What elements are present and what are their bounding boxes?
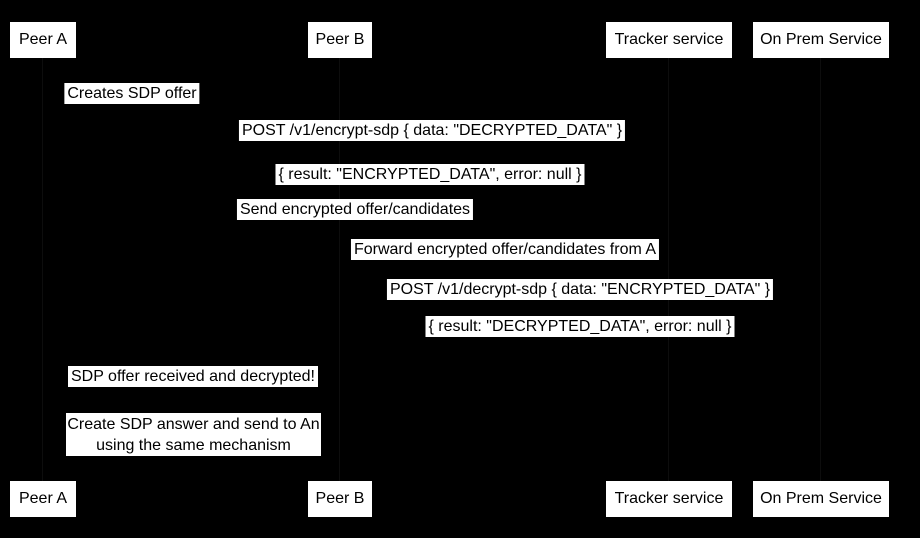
lifeline-peer-a bbox=[42, 58, 43, 481]
note-line-2: using the same mechanism bbox=[96, 437, 291, 454]
message-encrypt-result: { result: "ENCRYPTED_DATA", error: null … bbox=[275, 164, 585, 185]
message-post-decrypt-sdp: POST /v1/decrypt-sdp { data: "ENCRYPTED_… bbox=[386, 279, 774, 300]
message-sdp-offer-received: SDP offer received and decrypted! bbox=[68, 366, 318, 387]
message-forward-encrypted-offer: Forward encrypted offer/candidates from … bbox=[350, 239, 660, 260]
message-creates-sdp-offer: Creates SDP offer bbox=[64, 83, 200, 104]
actor-peer-a-top: Peer A bbox=[10, 22, 76, 58]
actor-tracker-service-top: Tracker service bbox=[606, 22, 732, 58]
lifeline-tracker-service bbox=[668, 58, 669, 481]
actor-tracker-service-bottom: Tracker service bbox=[606, 481, 732, 517]
message-post-encrypt-sdp: POST /v1/encrypt-sdp { data: "DECRYPTED_… bbox=[238, 120, 626, 141]
note-create-sdp-answer: Create SDP answer and send to An using t… bbox=[66, 413, 321, 456]
lifeline-peer-b bbox=[339, 58, 340, 481]
actor-on-prem-service-bottom: On Prem Service bbox=[753, 481, 889, 517]
actor-peer-b-bottom: Peer B bbox=[308, 481, 372, 517]
actor-peer-a-bottom: Peer A bbox=[10, 481, 76, 517]
actor-on-prem-service-top: On Prem Service bbox=[753, 22, 889, 58]
message-send-encrypted-offer: Send encrypted offer/candidates bbox=[236, 199, 474, 220]
lifeline-on-prem-service bbox=[820, 58, 821, 481]
actor-peer-b-top: Peer B bbox=[308, 22, 372, 58]
message-decrypt-result: { result: "DECRYPTED_DATA", error: null … bbox=[425, 316, 735, 337]
note-line-1: Create SDP answer and send to An bbox=[67, 416, 320, 433]
